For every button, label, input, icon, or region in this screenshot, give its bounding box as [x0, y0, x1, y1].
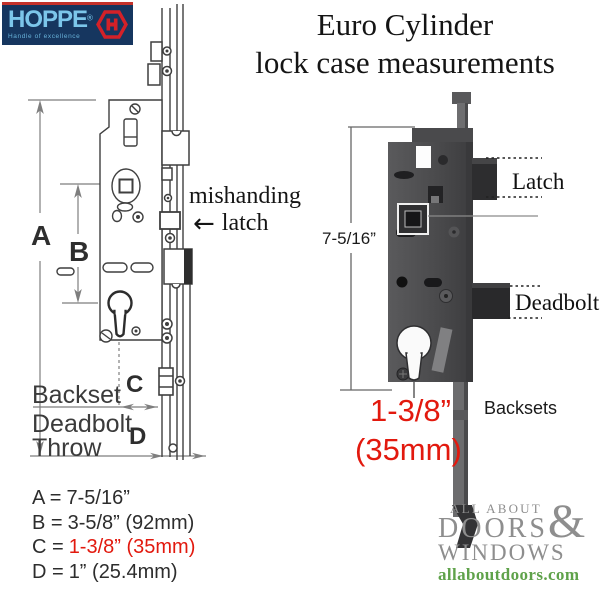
- mishandling-latch-part: [159, 211, 181, 230]
- deadbolt-throw-label: Deadbolt Throw: [32, 410, 133, 462]
- latch-bolt: [472, 158, 497, 200]
- legend-row-a: A =7-5/16”: [32, 486, 195, 511]
- allaboutdoors-logo: ALL ABOUT DOORS & WINDOWS allaboutdoors.…: [438, 495, 586, 585]
- deadbolt-label: Deadbolt: [515, 290, 600, 315]
- actuator-rod: [452, 92, 471, 143]
- hoppe-tagline: Handle of excellence: [8, 33, 81, 41]
- title-line1: Euro Cylinder: [316, 7, 494, 42]
- legend-row-c: C =1-3/8” (35mm): [32, 535, 195, 560]
- dim-label-a: A: [31, 220, 52, 251]
- mishandling-latch-label-line2: ← latch: [193, 210, 268, 237]
- lock-case-photo: [340, 92, 542, 548]
- hoppe-logo: HOPPE® Handle of excellence: [2, 2, 133, 45]
- faceplate-hardware: [147, 41, 193, 453]
- legend-row-b: B =3-5/8” (92mm): [32, 511, 195, 536]
- deadbolt-throw-line1: Deadbolt: [32, 410, 133, 438]
- legend-d-prefix: D =: [32, 561, 64, 584]
- euro-cylinder-profile: [107, 290, 133, 338]
- dim-label-c: C: [126, 371, 144, 398]
- dim-label-b: B: [69, 236, 90, 267]
- gearbox-outline: [56, 99, 163, 343]
- registered-mark: ®: [87, 13, 93, 23]
- aad-all-about: ALL ABOUT: [450, 501, 542, 516]
- lower-faceplate-rail: [452, 382, 478, 548]
- legend-b-prefix: B =: [32, 511, 63, 534]
- hoppe-wordmark-text: HOPPE: [8, 6, 88, 34]
- left-arrow-icon: ←: [193, 208, 215, 239]
- page-title: Euro Cylinder lock case measurements: [212, 6, 598, 82]
- dim-label-d: D: [129, 423, 147, 450]
- legend-c-prefix: C =: [32, 536, 64, 559]
- title-line2: lock case measurements: [255, 45, 555, 80]
- photo-dimension-lines: [340, 126, 415, 398]
- legend-d-value: 1” (25.4mm): [68, 561, 178, 584]
- euro-cylinder-hole: [396, 325, 432, 381]
- legend-row-d: D =1” (25.4mm): [32, 560, 195, 585]
- mishandling-latch-word: latch: [221, 210, 269, 236]
- legend-b-value: 3-5/8” (92mm): [67, 511, 195, 534]
- backset-value-inches: 1-3/8”: [370, 393, 451, 428]
- latch-label: Latch: [512, 169, 565, 194]
- aad-domain: allaboutdoors.com: [438, 565, 580, 584]
- dimension-arrowheads: [36, 100, 205, 460]
- deadbolt-bolt: [472, 283, 510, 319]
- spindle-hole: [397, 203, 538, 235]
- legend-a-value: 7-5/16”: [66, 487, 130, 509]
- legend-a-prefix: A =: [32, 487, 62, 509]
- measurement-legend: A =7-5/16” B =3-5/8” (92mm) C =1-3/8” (3…: [32, 486, 195, 585]
- multipoint-lock-line-drawing: [28, 4, 206, 460]
- aad-ampersand: &: [547, 495, 586, 548]
- backset-label: Backset: [32, 381, 121, 409]
- deadbolt-throw-line2: Throw: [32, 434, 102, 462]
- legend-c-value: 1-3/8” (35mm): [68, 536, 196, 559]
- aad-doors: DOORS: [438, 513, 548, 544]
- backsets-label: Backsets: [484, 398, 558, 418]
- backset-value-mm: (35mm): [355, 432, 462, 467]
- aad-windows: WINDOWS: [438, 540, 566, 565]
- height-dimension-label: 7-5/16”: [322, 229, 376, 248]
- hoppe-hexagon-icon: [96, 10, 128, 39]
- hoppe-wordmark: HOPPE®: [8, 8, 93, 32]
- mishandling-latch-label-line1: mishanding: [189, 183, 301, 209]
- callout-dotted-lines: [486, 157, 542, 319]
